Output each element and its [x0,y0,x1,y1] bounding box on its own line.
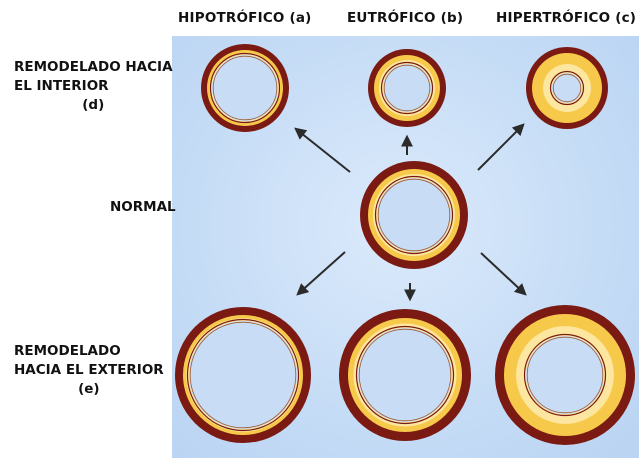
vessel-normal-lumen [377,178,451,252]
vessel-eutrophic-inward-lumen [383,64,431,112]
vessel-hypotrophic-inward-lumen [212,55,278,121]
arrow-to-hypotrophic-outward [298,252,345,294]
vessel-hypertrophic-inward [526,47,608,129]
vessel-hypertrophic-outward-lumen [526,336,604,414]
vessel-hypertrophic-inward-lumen [552,73,582,103]
vessel-hypotrophic-outward-lumen [189,321,297,429]
arrow-to-hypertrophic-inward [478,125,523,170]
vessel-normal [360,161,468,269]
vessel-eutrophic-inward [368,49,446,127]
arrow-to-hypotrophic-inward [296,129,350,172]
arrow-to-hypertrophic-outward [481,253,525,294]
vessel-hypotrophic-inward [201,44,289,132]
vessel-hypertrophic-outward [495,305,635,445]
vessel-eutrophic-outward-lumen [358,328,452,422]
vessel-hypotrophic-outward [175,307,311,443]
vessel-eutrophic-outward [339,309,471,441]
